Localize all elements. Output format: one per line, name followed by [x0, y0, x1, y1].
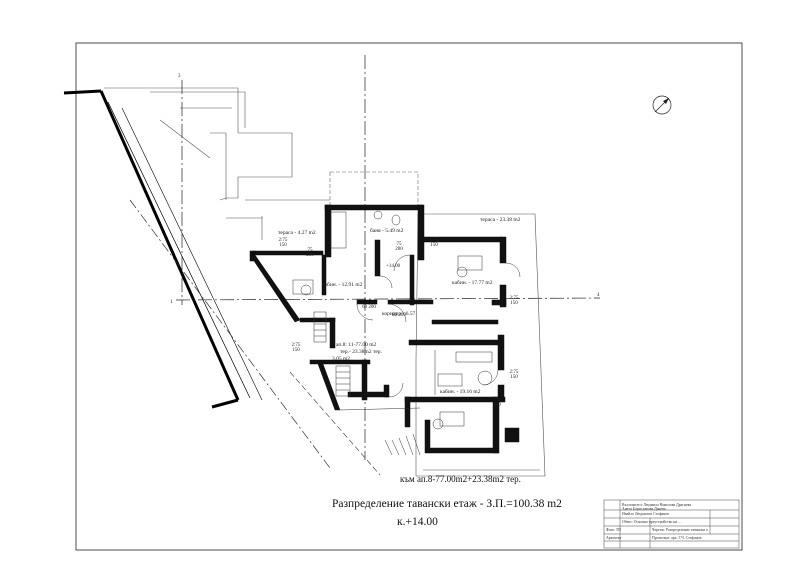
plan-title: Разпределение тавански етаж - З.П.=100.3… — [332, 498, 562, 510]
axis-tag-1: 3 — [178, 74, 181, 79]
site-outline — [104, 87, 330, 240]
tb-row-3: Ивайло Людмилов Стефанов — [622, 512, 669, 516]
interior-lines — [292, 210, 521, 430]
dim-7: 2:75 150 — [509, 296, 519, 306]
tb-row-4: Обект: Основно преустройство на ... — [622, 520, 681, 524]
axis-diagonal — [129, 199, 331, 469]
tb-row-1: Възложител: Людмила Николова Драгнева — [622, 503, 692, 507]
room-label-cab-left: кабин. - 12.91 m2 — [322, 282, 363, 288]
level-mark: +14.00 — [386, 264, 401, 269]
room-label-apartment: ап.8: 11-77.00 m2 — [336, 342, 377, 348]
room-label-terrace-left: тераса - 4.27 m2 — [278, 230, 316, 236]
room-label-cab-right: кабин. - 17.77 m2 — [452, 280, 493, 286]
room-label-corridor: коридор - 6.57 — [382, 311, 416, 317]
dim-9: 2:75 150 — [509, 370, 519, 380]
room-label-terrace-sum: тер.- 23.38m2 тер. — [340, 349, 382, 355]
plan-level: к.+14.00 — [397, 516, 438, 528]
room-label-terrace-right: тераса - 23.38 m2 — [480, 217, 521, 223]
dim-10: 75 240 — [493, 398, 501, 408]
apartment-caption: към ап.8-77.00m2+23.38m2 тер. — [400, 474, 521, 484]
tb-row-5: Фаза: ТП — [606, 528, 621, 532]
tb-row-8: Проектант: арх. Г.Ч. Стефанов — [652, 536, 702, 540]
dim-3: 75 200 — [395, 242, 403, 252]
tb-row-7: Архитект — [606, 536, 622, 540]
dim-6: 80 200 — [392, 313, 406, 318]
axis-tag-3: 4 — [597, 293, 600, 298]
north-arrow-icon — [652, 95, 672, 115]
room-label-stair: 3.05 m2 — [332, 356, 351, 362]
plot-boundary — [63, 89, 263, 409]
axis-tag-2: 1 — [170, 300, 173, 305]
room-label-cab-bottom: кабин. - 19.16 m2 — [440, 389, 481, 395]
dim-4: 2:75 150 — [429, 238, 439, 248]
terrace-right-outline — [415, 213, 546, 477]
roof-outline — [330, 171, 419, 205]
dim-5: 60 200 — [362, 305, 376, 310]
drawing-frame — [75, 42, 743, 551]
dim-1: 2:75 150 — [278, 238, 288, 248]
room-label-bath: баня - 5.49 m2 — [370, 228, 404, 234]
dim-8: 2:75 150 — [291, 343, 301, 353]
hatch — [384, 433, 421, 456]
dim-2: 75 200 — [306, 248, 314, 258]
title-block — [603, 499, 740, 549]
tb-row-2: Анета Бориславова Данева — [622, 507, 666, 511]
walls — [249, 204, 520, 454]
tb-row-6: Чертеж: Разпределение тавански етаж — [652, 528, 708, 532]
